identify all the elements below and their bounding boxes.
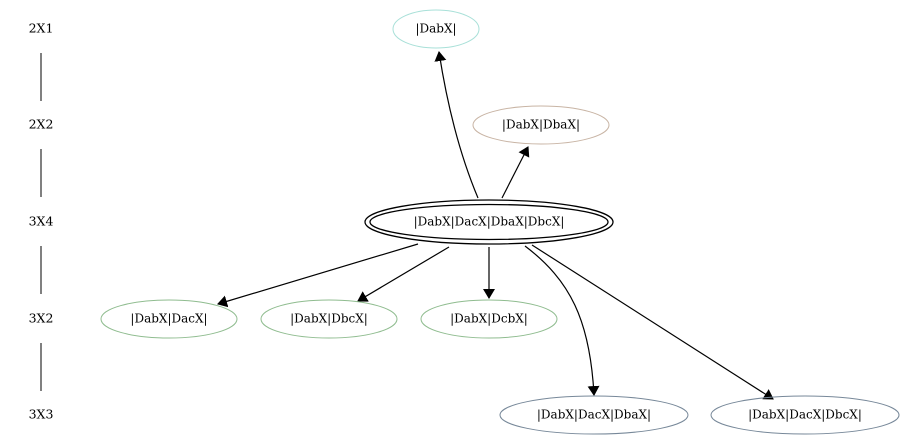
node-shape: [260, 299, 398, 339]
node-shape: [710, 395, 900, 435]
node-dabx-dacx-dbax[interactable]: |DabX|DacX|DbaX|: [499, 395, 689, 435]
edge-to-dabx-dbax: [501, 146, 530, 199]
rank-label: 2X2: [29, 117, 54, 132]
node-label: |DabX|DacX|DbcX|: [748, 408, 862, 422]
node-dabx-dbcx[interactable]: |DabX|DbcX|: [260, 299, 398, 339]
rank-label: 3X4: [29, 214, 54, 229]
node-shape-outer: [364, 199, 614, 245]
node-label: |DabX|: [415, 22, 456, 36]
edge-to-dabx-dacx-dbcx: [531, 244, 774, 400]
node-dabx-dacx[interactable]: |DabX|DacX|: [100, 299, 238, 339]
rank-label: 3X2: [29, 311, 54, 326]
edges: [217, 51, 774, 400]
node-label: |DabX|DbcX|: [290, 312, 368, 326]
rank-label: 2X1: [29, 21, 54, 36]
node-label: |DabX|DbaX|: [502, 118, 580, 132]
node-shape: [420, 299, 558, 339]
rank-column: 2X1 2X2 3X4 3X2 3X3: [29, 21, 54, 422]
nodes: |DabX| |DabX|DbaX| |DabX|DacX|DbaX|DbcX|…: [100, 9, 900, 435]
node-shape-inner: [369, 203, 609, 241]
edge-to-dabx: [434, 51, 479, 199]
node-dabx-dbax[interactable]: |DabX|DbaX|: [472, 105, 610, 145]
node-shape: [100, 299, 238, 339]
node-shape: [392, 9, 480, 49]
node-shape: [472, 105, 610, 145]
node-label: |DabX|DacX|DbaX|: [537, 408, 651, 422]
edge-to-dabx-dacx-dbax: [524, 245, 600, 396]
node-dabx-dcbx[interactable]: |DabX|DcbX|: [420, 299, 558, 339]
node-label: |DabX|DacX|: [130, 312, 207, 326]
rank-label: 3X3: [29, 407, 54, 422]
node-center[interactable]: |DabX|DacX|DbaX|DbcX|: [364, 199, 614, 245]
node-label: |DabX|DcbX|: [450, 312, 528, 326]
node-dabx-dacx-dbcx[interactable]: |DabX|DacX|DbcX|: [710, 395, 900, 435]
node-shape: [499, 395, 689, 435]
node-label: |DabX|DacX|DbaX|DbcX|: [414, 215, 565, 229]
edge-to-dabx-dacx: [217, 243, 419, 308]
node-dabx[interactable]: |DabX|: [392, 9, 480, 49]
edge-to-dabx-dbcx: [357, 246, 450, 302]
